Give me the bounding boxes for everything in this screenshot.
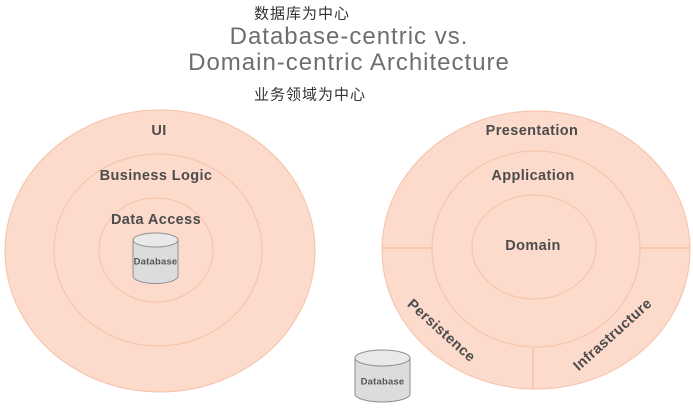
business-logic-ring xyxy=(53,153,263,347)
presentation-ring-label: Presentation xyxy=(486,123,579,139)
database-cylinder-icon: Database xyxy=(132,232,179,284)
external-database-cylinder-top xyxy=(354,349,411,367)
presentation-ring xyxy=(381,110,691,390)
database-cylinder-body xyxy=(132,239,179,284)
application-ring xyxy=(431,150,641,348)
page-title-line2: Domain-centric Architecture xyxy=(188,49,510,76)
database-cylinder-top xyxy=(132,232,179,248)
caption-domain-centric-zh: 业务领域为中心 xyxy=(253,86,367,104)
data-access-ring-label: Data Access xyxy=(111,212,201,228)
database-label: Database xyxy=(134,257,178,268)
business-logic-ring-label: Business Logic xyxy=(100,168,213,184)
domain-centric-diagram: Presentation Application Domain Persiste… xyxy=(354,110,691,403)
data-access-ring xyxy=(98,197,214,303)
domain-ring-label: Domain xyxy=(505,238,561,254)
external-database-cylinder-body xyxy=(354,357,411,403)
database-centric-diagram: UI Business Logic Data Access Database xyxy=(4,109,316,393)
external-database-label: Database xyxy=(361,377,405,388)
domain-ring xyxy=(471,194,597,300)
external-database-cylinder-icon: Database xyxy=(354,349,411,403)
page-title-line1: Database-centric vs. xyxy=(229,23,469,50)
application-ring-label: Application xyxy=(491,168,574,184)
page-title: Database-centric vs. Domain-centric Arch… xyxy=(188,24,510,76)
caption-database-centric-zh: 数据库为中心 xyxy=(253,5,351,23)
ui-ring-label: UI xyxy=(151,123,166,139)
